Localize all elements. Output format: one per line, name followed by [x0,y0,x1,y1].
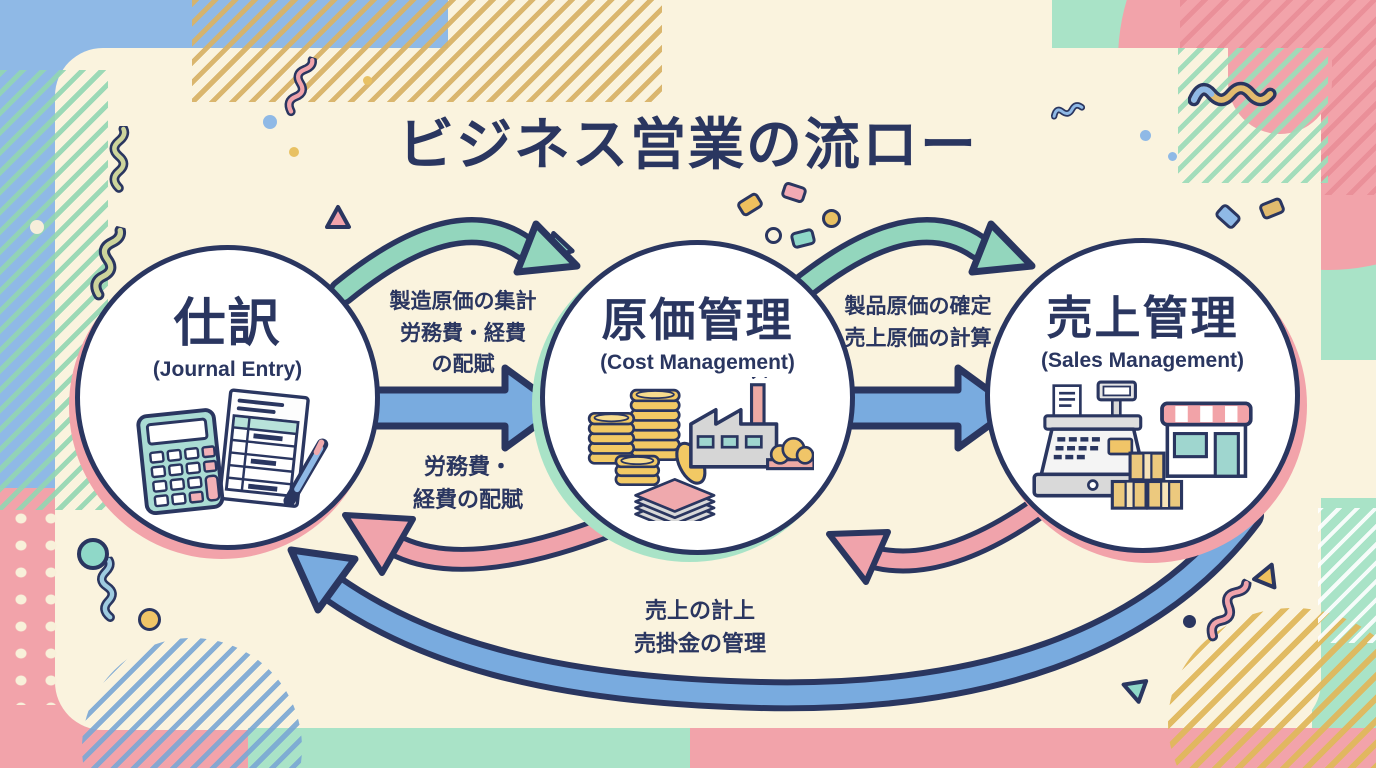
materials-icon [633,478,715,521]
return-arrow-cost-to-journal [342,512,625,576]
label-line: 製品原価の確定 [844,295,992,318]
dot-cream-icon [30,220,44,234]
boxes-icon [1110,451,1184,510]
label-line: 労務費・経費 [400,321,526,345]
memphis-tan-stripes-top [192,0,662,102]
squiggle-olive2-icon [90,224,127,301]
node-cost-title-jp: 原価管理 [601,294,794,346]
node-cost-management: 原価管理 (Cost Management) [540,240,855,555]
dot-gold-icon [363,76,372,85]
dot-ring-icon [765,227,782,244]
label-line: 売上原価の計算 [844,326,992,350]
squiggle-pink2-icon [1206,578,1252,642]
label-product-cost: 製品原価の確定 売上原価の計算 [813,291,1023,354]
node-sales-title-en: (Sales Management) [1040,349,1245,372]
node-journal-title-jp: 仕訳 [173,295,282,353]
label-line: 経費の配賦 [412,487,523,512]
node-cost-title-en: (Cost Management) [600,351,795,374]
triangle-pink-icon [325,205,351,229]
page-title: ビジネス営業の流ロー [398,113,978,176]
dot-blue2-icon [1140,130,1151,141]
dot-navy-icon [1183,615,1196,628]
squiggle-pink-icon [284,55,317,117]
memphis-mint-stripes-topright [1178,48,1328,183]
squiggle-blue-small-icon [1050,102,1086,120]
dot-gold2-icon [289,147,299,157]
dot-blue3-icon [1168,152,1177,161]
ledger-icon [217,388,310,508]
triangle-teal2-icon [1121,679,1149,704]
top-arrow-cost-to-sales [783,217,1036,306]
memphis-polkadots-left [6,505,72,705]
label-line: 売上の計上 [644,598,755,623]
storefront-icon [1160,401,1253,478]
node-sales-title-jp: 売上管理 [1046,292,1239,344]
node-journal-title-en: (Journal Entry) [152,358,303,381]
pen-icon [282,438,328,507]
return-arrow-sales-to-journal [287,499,1264,712]
factory-icon [688,377,814,471]
journal-icons [135,388,328,516]
squiggle-wave-icon [1188,81,1277,107]
node-journal-entry: 仕訳 (Journal Entry) [75,245,380,550]
cost-icons [587,377,814,521]
squiggle-olive-icon [109,126,130,193]
triangle-gold-icon [1252,562,1277,590]
dot-gold-ring-icon [822,209,841,228]
dot-gold-outlined-icon [138,608,161,631]
label-line: 製造原価の集計 [389,290,537,313]
memphis-white-stripes-right [1318,508,1376,643]
calculator-icon [135,408,224,516]
memphis-mint-band-bottom [248,728,698,768]
label-line: 労務費・ [423,454,512,479]
label-cost-aggregation: 製造原価の集計 労務費・経費 の配賦 [358,286,568,381]
return-arrow-sales-to-cost [826,492,1055,585]
top-arrow-journal-to-cost [328,217,581,306]
coins-icon [587,388,706,487]
label-labor-expense-allocation: 労務費・ 経費の配賦 [383,450,553,516]
dot-teal-outlined-icon [77,538,109,570]
squiggle-blue-icon [97,555,117,622]
dot-blue-icon [263,115,277,129]
label-sales-recording: 売上の計上 売掛金の管理 [595,594,805,660]
main-arrow-cost-to-sales [842,364,1017,452]
node-sales-management: 売上管理 (Sales Management) [985,238,1300,553]
sales-icons [1032,380,1253,510]
label-line: 売掛金の管理 [633,631,766,656]
label-line: の配賦 [431,353,495,376]
main-arrow-journal-to-cost [370,364,564,452]
